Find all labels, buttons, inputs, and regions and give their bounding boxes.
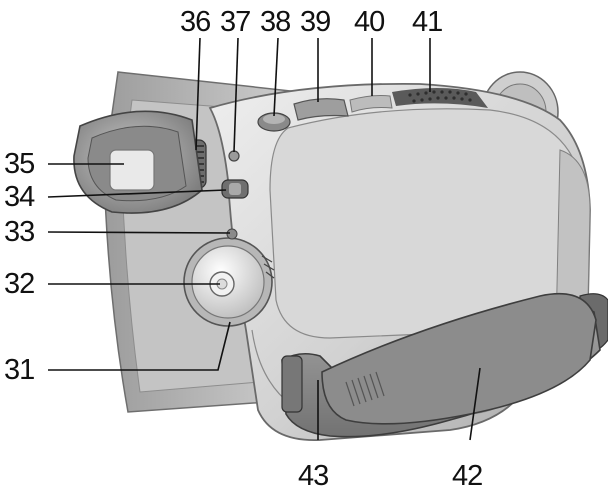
leader-31: [48, 321, 231, 371]
callout-34: 34: [4, 181, 35, 213]
mode-dial: [183, 228, 275, 327]
callout-38: 38: [260, 6, 291, 38]
callout-40: 40: [354, 6, 385, 38]
leader-38: [273, 37, 279, 117]
callout-31: 31: [4, 354, 35, 386]
callout-39: 39: [300, 6, 331, 38]
leader-lines: [47, 37, 481, 441]
leader-37: [233, 37, 239, 153]
top-controls: [257, 95, 393, 132]
callout-41: 41: [412, 6, 443, 38]
callout-35: 35: [4, 148, 35, 180]
leader-34: [47, 189, 227, 198]
callout-36: 36: [180, 6, 211, 38]
callout-42: 42: [452, 460, 483, 492]
callout-33: 33: [4, 216, 35, 248]
leader-36: [195, 37, 201, 151]
hand-strap: [281, 292, 608, 438]
leader-33: [47, 231, 231, 234]
callout-43: 43: [298, 460, 329, 492]
callout-32: 32: [4, 268, 35, 300]
callout-37: 37: [220, 6, 251, 38]
microphone-grille: [392, 88, 488, 108]
leader-42: [469, 367, 481, 441]
viewfinder: [73, 110, 203, 214]
